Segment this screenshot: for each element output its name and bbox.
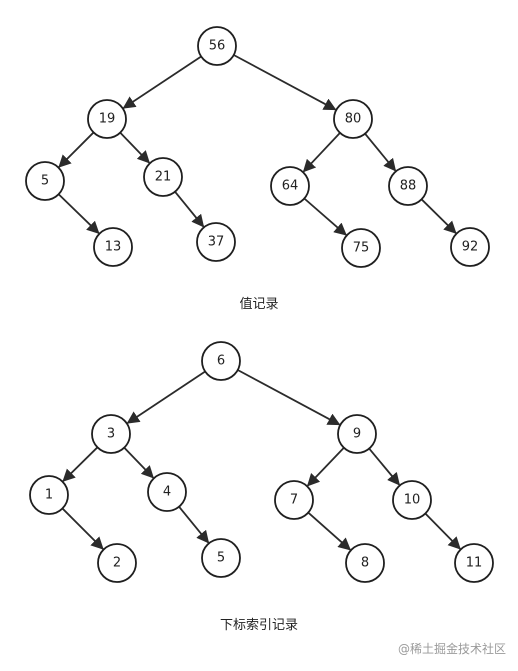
edge-n64-n75 — [303, 197, 347, 236]
edge-n80-n88 — [364, 133, 397, 172]
value-tree-caption: 值记录 — [239, 297, 279, 312]
tree-node-56: 56 — [197, 26, 237, 66]
node-label: 5 — [41, 174, 49, 189]
node-label: 37 — [208, 235, 225, 250]
node-label: 2 — [113, 556, 121, 571]
tree-node-13: 13 — [93, 227, 133, 267]
edge-n19-n21 — [119, 132, 150, 164]
edge-i4-i5 — [178, 506, 210, 544]
node-circle — [25, 161, 65, 201]
node-circle — [333, 99, 373, 139]
watermark: @稀土掘金技术社区 — [397, 642, 506, 656]
node-label: 1 — [45, 488, 53, 503]
node-label: 8 — [361, 556, 369, 571]
node-circle — [337, 414, 377, 454]
node-label: 21 — [155, 170, 172, 185]
node-circle — [91, 414, 131, 454]
tree-node-92: 92 — [450, 227, 490, 267]
edge-i9-i10 — [368, 448, 401, 486]
node-circle — [454, 543, 494, 583]
edge-n5-n13 — [58, 193, 100, 234]
edge-i3-i1 — [62, 446, 99, 482]
node-circle — [147, 472, 187, 512]
tree-node-3: 3 — [91, 414, 131, 454]
tree-node-19: 19 — [87, 99, 127, 139]
edge-i6-i9 — [237, 369, 341, 426]
tree-node-37: 37 — [196, 222, 236, 262]
node-label: 6 — [217, 354, 225, 369]
index-tree-diagram: 6 3 9 1 4 7 10 2 5 8 11 — [29, 341, 494, 583]
node-circle — [450, 227, 490, 267]
edge-i7-i8 — [307, 511, 351, 551]
node-label: 4 — [163, 485, 171, 500]
edge-n88-n92 — [420, 198, 457, 234]
edge-i9-i7 — [306, 447, 345, 487]
node-label: 19 — [99, 112, 116, 127]
edge-i6-i3 — [126, 370, 206, 424]
node-label: 3 — [107, 427, 115, 442]
node-label: 7 — [290, 493, 298, 508]
tree-node-11: 11 — [454, 543, 494, 583]
node-label: 13 — [105, 240, 122, 255]
tree-node-8: 8 — [345, 543, 385, 583]
node-circle — [87, 99, 127, 139]
tree-node-5: 5 — [201, 538, 241, 578]
edge-i1-i2 — [61, 507, 104, 550]
tree-node-6: 6 — [201, 341, 241, 381]
edge-n19-n5 — [58, 131, 95, 168]
edge-n21-n37 — [174, 191, 205, 228]
edge-i3-i4 — [123, 447, 154, 479]
node-circle — [29, 475, 69, 515]
tree-node-1: 1 — [29, 475, 69, 515]
node-circle — [345, 543, 385, 583]
node-circle — [341, 228, 381, 268]
node-label: 9 — [353, 427, 361, 442]
edge-n80-n64 — [302, 132, 341, 173]
tree-node-9: 9 — [337, 414, 377, 454]
node-circle — [93, 227, 133, 267]
node-circle — [197, 26, 237, 66]
edge-n56-n19 — [122, 55, 202, 109]
node-circle — [143, 157, 183, 197]
edge-n56-n80 — [233, 54, 337, 111]
node-circle — [388, 166, 428, 206]
node-label: 92 — [462, 240, 479, 255]
node-circle — [201, 341, 241, 381]
tree-node-80: 80 — [333, 99, 373, 139]
tree-node-5: 5 — [25, 161, 65, 201]
tree-node-2: 2 — [97, 543, 137, 583]
node-label: 10 — [404, 493, 421, 508]
node-label: 5 — [217, 551, 225, 566]
node-label: 11 — [466, 556, 483, 571]
index-tree-caption: 下标索引记录 — [219, 618, 298, 633]
node-circle — [196, 222, 236, 262]
node-circle — [270, 166, 310, 206]
tree-node-7: 7 — [274, 480, 314, 520]
tree-node-21: 21 — [143, 157, 183, 197]
node-label: 56 — [209, 39, 226, 54]
node-label: 75 — [353, 241, 370, 256]
value-tree-diagram: 56 19 80 5 21 64 88 13 37 75 92 — [25, 26, 490, 268]
node-circle — [201, 538, 241, 578]
tree-node-88: 88 — [388, 166, 428, 206]
node-circle — [392, 480, 432, 520]
node-circle — [274, 480, 314, 520]
tree-node-75: 75 — [341, 228, 381, 268]
edge-i10-i11 — [424, 512, 461, 550]
node-circle — [97, 543, 137, 583]
tree-node-64: 64 — [270, 166, 310, 206]
node-label: 64 — [282, 179, 299, 194]
tree-node-4: 4 — [147, 472, 187, 512]
tree-node-10: 10 — [392, 480, 432, 520]
node-label: 88 — [400, 179, 417, 194]
node-label: 80 — [345, 112, 362, 127]
